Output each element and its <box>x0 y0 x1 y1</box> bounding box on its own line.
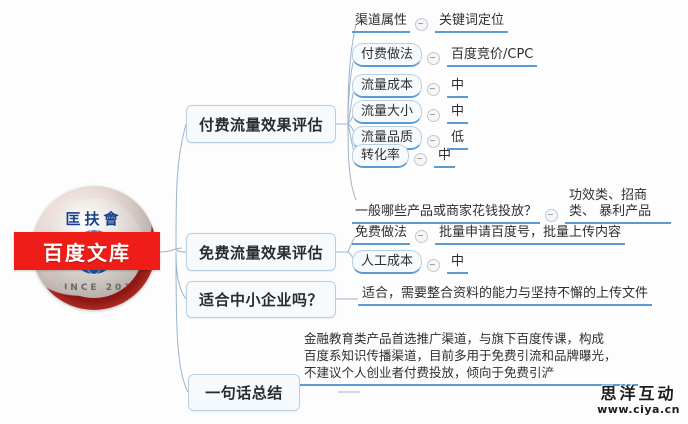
leaf-value: 中 <box>434 147 456 168</box>
leaf-value: 功效类、招商类、 暴利产品 <box>565 188 672 224</box>
branch-node-summary-label: 一句话总结 <box>205 384 283 402</box>
root-node-banner[interactable]: 百度文库 <box>14 232 160 270</box>
collapse-minus-icon[interactable] <box>545 209 559 222</box>
leaf-label: 流量大小 <box>352 100 423 124</box>
leaf-row[interactable]: 免费做法 批量申请百度号，批量上传内容 <box>352 224 626 245</box>
leaf-value: 百度竞价/CPC <box>447 46 538 67</box>
leaf-label: 免费做法 <box>352 224 411 245</box>
collapse-minus-icon[interactable] <box>427 109 441 122</box>
leaf-value: 适合，需要整合资料的能力与坚持不懈的上传文件 <box>358 285 653 306</box>
leaf-label: 渠道属性 <box>352 12 411 33</box>
leaf-value: 关键词定位 <box>435 12 509 33</box>
leaf-value: 中 <box>447 77 469 98</box>
watermark: 思洋互动 www.ciya.cn <box>597 380 680 416</box>
leaf-value: 中 <box>447 103 469 124</box>
summary-paragraph: 金融教育类产品首选推广渠道，与旗下百度传课，构成 百度系知识传播渠道，目前多用于… <box>300 330 638 386</box>
leaf-label: 人工成本 <box>352 250 423 274</box>
collapse-minus-icon[interactable] <box>427 83 441 96</box>
collapse-minus-icon[interactable] <box>414 153 428 166</box>
leaf-row[interactable]: 付费做法 百度竞价/CPC <box>352 43 538 67</box>
leaf-row[interactable]: 转化率 中 <box>352 144 456 168</box>
watermark-brand: 思洋互动 <box>600 384 677 403</box>
logo-arc-text: SINCE 201 <box>54 283 134 293</box>
logo-top-text: 匡扶會 <box>65 210 123 228</box>
branch-node-paid[interactable]: 付费流量效果评估 <box>186 105 336 143</box>
leaf-row[interactable]: 一般哪些产品或商家花钱投放？ 功效类、招商类、 暴利产品 <box>352 188 672 224</box>
root-node-label: 百度文库 <box>43 240 131 265</box>
leaf-row[interactable]: 流量成本 中 <box>352 74 469 98</box>
branch-node-sme[interactable]: 适合中小企业吗？ <box>186 281 336 318</box>
branch-node-free-label: 免费流量效果评估 <box>198 243 323 262</box>
leaf-row[interactable]: 适合，需要整合资料的能力与坚持不懈的上传文件 <box>358 285 653 306</box>
collapse-minus-icon[interactable] <box>427 259 441 272</box>
collapse-minus-icon[interactable] <box>427 52 441 65</box>
branch-node-paid-label: 付费流量效果评估 <box>198 115 323 134</box>
branch-node-free[interactable]: 免费流量效果评估 <box>186 233 336 271</box>
leaf-label: 流量成本 <box>352 74 423 98</box>
leaf-label: 一般哪些产品或商家花钱投放？ <box>352 203 541 224</box>
branch-node-sme-label: 适合中小企业吗？ <box>198 291 323 309</box>
leaf-row[interactable]: 人工成本 中 <box>352 250 469 274</box>
watermark-url: www.ciya.cn <box>597 403 680 416</box>
leaf-label: 付费做法 <box>352 43 423 67</box>
leaf-row[interactable]: 流量大小 中 <box>352 100 469 124</box>
collapse-minus-icon[interactable] <box>415 230 429 243</box>
branch-node-summary[interactable]: 一句话总结 <box>188 374 300 411</box>
leaf-value: 低 <box>447 129 469 150</box>
leaf-value: 批量申请百度号，批量上传内容 <box>435 224 626 245</box>
collapse-minus-icon[interactable] <box>427 135 441 148</box>
collapse-minus-icon[interactable] <box>415 18 429 31</box>
leaf-value: 中 <box>447 253 469 274</box>
leaf-label: 转化率 <box>352 144 410 168</box>
leaf-row[interactable]: 渠道属性 关键词定位 <box>352 12 509 33</box>
